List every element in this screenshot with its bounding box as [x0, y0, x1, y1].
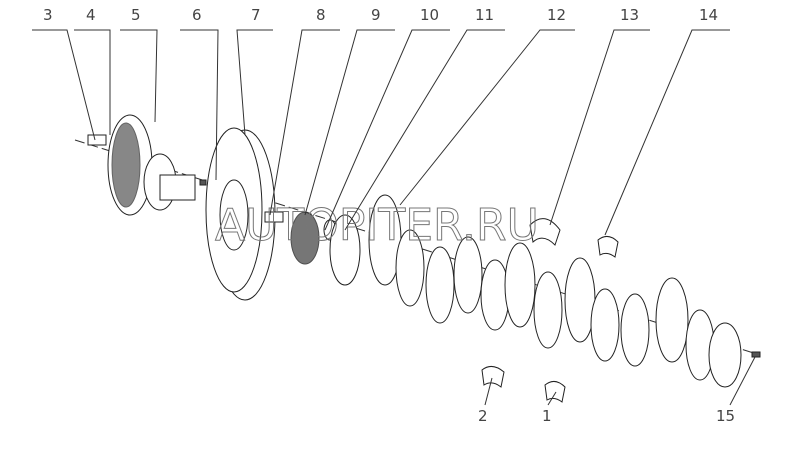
crankshaft	[329, 194, 742, 388]
bearing-shell-14	[597, 236, 619, 258]
flywheel	[205, 127, 276, 301]
bearing-shell-13	[529, 218, 561, 246]
vibration-damper	[107, 114, 196, 216]
callout-10: 10	[420, 6, 439, 24]
callout-3: 3	[43, 6, 53, 24]
callout-4: 4	[86, 6, 96, 24]
callout-7: 7	[251, 6, 261, 24]
callout-1: 1	[542, 407, 552, 425]
dowel-pin-15	[751, 351, 761, 358]
callout-9: 9	[371, 6, 381, 24]
bearing-shell-2	[481, 366, 505, 388]
watermark: AUTOPITER.RU	[215, 200, 539, 251]
callouts-top: 3 4 5 6 7 8 9 10 11 12 13 14	[32, 6, 730, 236]
callout-15: 15	[716, 407, 735, 425]
callout-13: 13	[620, 6, 639, 24]
callout-11: 11	[475, 6, 494, 24]
bolt	[87, 134, 107, 146]
pin	[199, 179, 207, 186]
callouts-bottom: 2 1 15	[478, 356, 756, 425]
callout-5: 5	[131, 6, 141, 24]
callout-6: 6	[192, 6, 202, 24]
callout-2: 2	[478, 407, 488, 425]
bearing-shell-1	[544, 381, 566, 403]
callout-14: 14	[699, 6, 718, 24]
callout-8: 8	[316, 6, 326, 24]
callout-12: 12	[547, 6, 566, 24]
